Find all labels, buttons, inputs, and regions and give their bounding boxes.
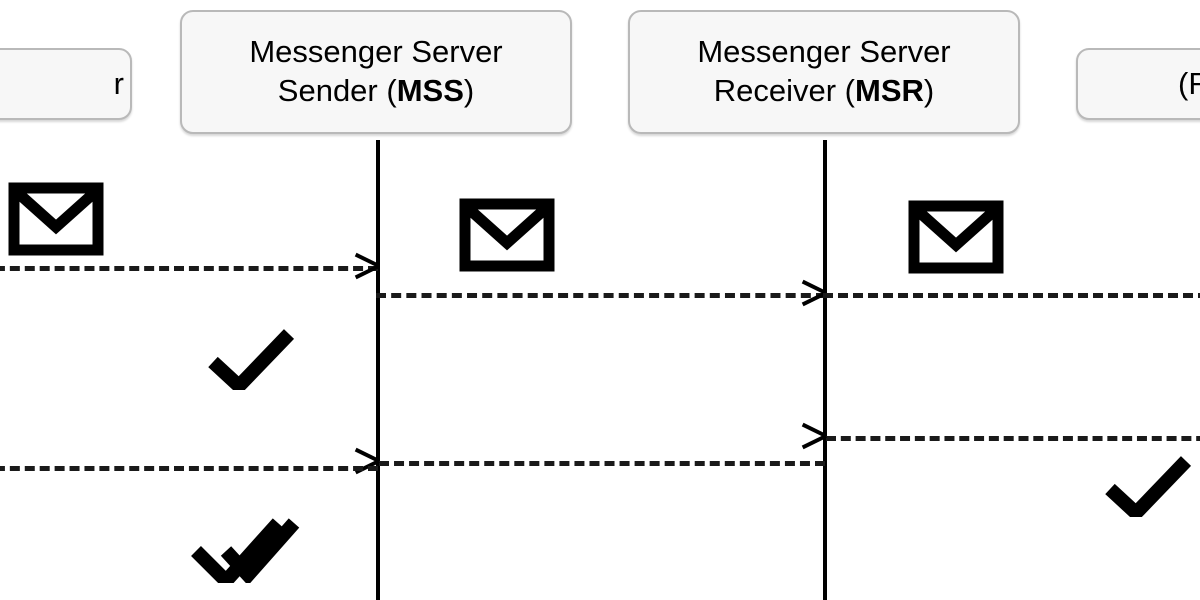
msr-label-line2-suffix: ) bbox=[923, 73, 935, 108]
msr-label-line2-prefix: Receiver ( bbox=[713, 73, 856, 108]
envelope-icon bbox=[459, 198, 555, 272]
mss-label-abbr: MSS bbox=[396, 73, 464, 108]
envelope-icon bbox=[8, 182, 104, 256]
envelope-icon bbox=[908, 200, 1004, 274]
message-msr-to-receiver bbox=[823, 293, 1200, 298]
right-participant-partial[interactable]: (R bbox=[1076, 48, 1200, 120]
msr-label-line1: Messenger Server bbox=[697, 34, 951, 70]
message-sender-to-mss bbox=[0, 266, 378, 271]
single-check-icon bbox=[205, 328, 297, 390]
mss-label-line1: Messenger Server bbox=[249, 34, 503, 70]
lifeline-mss bbox=[376, 140, 380, 600]
msr-label-abbr: MSR bbox=[855, 73, 924, 108]
ack-mss-to-sender bbox=[0, 466, 378, 471]
mss-label-line2-prefix: Sender ( bbox=[277, 73, 397, 108]
left-participant-partial[interactable]: r bbox=[0, 48, 132, 120]
message-mss-to-msr bbox=[376, 293, 826, 298]
right-participant-label: (R bbox=[1178, 65, 1200, 101]
ack-right-to-msr bbox=[826, 436, 1200, 441]
ack-msr-to-mss bbox=[379, 461, 825, 466]
mss-label-line2-suffix: ) bbox=[463, 73, 475, 108]
left-participant-label: r bbox=[113, 65, 124, 101]
lifeline-msr bbox=[823, 140, 827, 600]
double-check-icon bbox=[190, 515, 302, 583]
single-check-icon bbox=[1102, 455, 1194, 517]
